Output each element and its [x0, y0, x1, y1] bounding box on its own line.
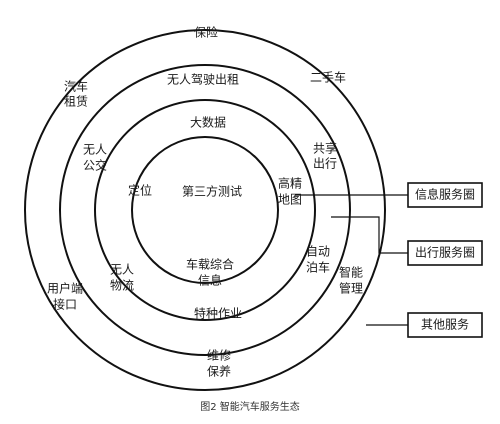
- legend-box-info: [407, 182, 483, 208]
- label-baoxian: 保险: [194, 25, 218, 40]
- label-zidong: 自动: [306, 245, 330, 259]
- legend-travel-label: 出行服务圈: [415, 245, 475, 260]
- label-wuren-gongjiao-1: 无人: [83, 143, 107, 157]
- label-disanfang: 第三方测试: [182, 184, 242, 199]
- label-wuren-wuliu-1: 无人: [110, 263, 134, 277]
- leader-travel: [331, 216, 408, 254]
- inner-ring: [131, 136, 279, 284]
- legend-box-other: [407, 312, 483, 338]
- label-gongxiang: 共享: [313, 141, 337, 156]
- label-qiche: 汽车: [64, 79, 88, 94]
- label-yonghuduan: 用户端: [47, 281, 83, 296]
- label-ershouche: 二手车: [310, 70, 346, 85]
- label-gaojing: 高精: [278, 176, 302, 191]
- label-xinxi: 信息: [198, 273, 222, 288]
- outer-ring: [24, 29, 386, 391]
- label-ditu: 地图: [278, 193, 302, 207]
- label-boche: 泊车: [306, 260, 330, 275]
- label-wuliu: 物流: [110, 279, 134, 293]
- label-jiekou: 接口: [53, 297, 77, 312]
- label-baoyang: 保养: [207, 364, 231, 379]
- label-zulin: 租赁: [64, 95, 88, 109]
- label-guanli: 管理: [339, 281, 363, 296]
- label-dingwei: 定位: [128, 183, 152, 198]
- label-zhineng: 智能: [339, 265, 363, 280]
- third-ring: [94, 99, 316, 321]
- label-weixiu: 维修: [207, 348, 231, 363]
- label-chuxing: 出行: [313, 157, 337, 171]
- legend-other-label: 其他服务: [421, 317, 469, 332]
- legend-info-label: 信息服务圈: [415, 187, 475, 202]
- figure-caption: 图2 智能汽车服务生态: [200, 400, 300, 413]
- label-chezai-zonghe: 车载综合: [186, 257, 234, 272]
- label-tezhong: 特种作业: [194, 306, 242, 321]
- label-wuren-jiashi: 无人驾驶出租: [167, 72, 239, 87]
- legend-box-travel: [407, 240, 483, 266]
- label-gongjiao: 公交: [83, 158, 107, 173]
- second-ring: [59, 64, 351, 356]
- label-dashuju: 大数据: [190, 115, 226, 130]
